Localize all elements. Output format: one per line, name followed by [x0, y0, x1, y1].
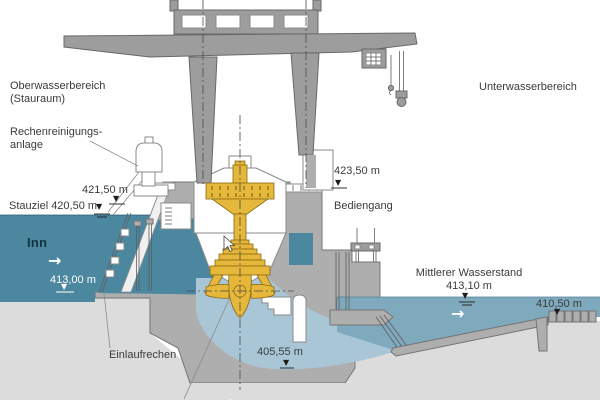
crane-pulley-block: [395, 51, 408, 107]
gate-hoist-rail: [350, 242, 381, 252]
label-unterwasserbereich: Unterwasserbereich: [479, 81, 577, 93]
label-elev-405-55: 405,55 m: [257, 346, 303, 358]
label-einlaufrechen: Einlaufrechen: [109, 349, 177, 361]
crane-hook: [387, 55, 395, 96]
water-level-marker-icon: ▼: [61, 282, 68, 291]
mouse-cursor: [223, 235, 236, 253]
water-level-marker-icon: ▼: [96, 202, 103, 211]
water-surface-ticks: [56, 187, 475, 369]
label-elev-421-50: 421,50 m: [82, 184, 128, 196]
label-elev-410-50: 410,50 m: [536, 298, 582, 310]
label-bediengang: Bediengang: [334, 200, 393, 212]
water-level-marker-icon: ▼: [335, 178, 342, 187]
water-level-marker-icon: ▼: [113, 194, 120, 203]
tailwater: [337, 296, 600, 351]
tailrace-deck: [335, 228, 381, 318]
label-mittlerer-wasserstand: Mittlerer Wasserstand 413,10 m: [415, 267, 523, 292]
flow-arrow-icon: →: [48, 251, 62, 270]
ground-left: [0, 298, 600, 400]
centerlines: [186, 115, 294, 390]
flow-arrow-icon: →: [451, 304, 465, 323]
water-level-marker-icon: ▼: [554, 307, 561, 316]
label-elev-423-50: 423,50 m: [334, 165, 380, 177]
draft-tube-pier-nose: [329, 309, 394, 326]
leader-lines: [89, 140, 233, 400]
label-oberwasserbereich: Oberwasserbereich (Stauraum): [10, 80, 106, 105]
riprap-blocks: [548, 310, 597, 323]
trash-rack: [98, 212, 129, 293]
hoist-trolley: [361, 48, 387, 69]
excavation-strip: [190, 383, 345, 400]
label-rechenreinigungsanlage: Rechenreinigungs- anlage: [10, 126, 103, 151]
intake-gate-slots: [133, 218, 154, 291]
cutoff-wall: [535, 316, 548, 352]
draft-tube-access: [261, 294, 307, 343]
label-inn-river: Inn: [27, 235, 48, 250]
rack-cleaning-machine: [107, 136, 169, 216]
crane-girder: [63, 32, 418, 58]
upstream-dam-face: [98, 181, 173, 293]
water-level-marker-icon: ▼: [462, 291, 469, 300]
runner-blade-left: [205, 284, 230, 299]
label-elev-413-00: 413,00 m: [50, 274, 96, 286]
crane-leg-right: [290, 52, 320, 156]
water-level-marker-icon: ▼: [283, 358, 290, 367]
outlet-structures: [329, 309, 597, 357]
label-stauziel: Stauziel 420,50 m: [9, 200, 98, 212]
